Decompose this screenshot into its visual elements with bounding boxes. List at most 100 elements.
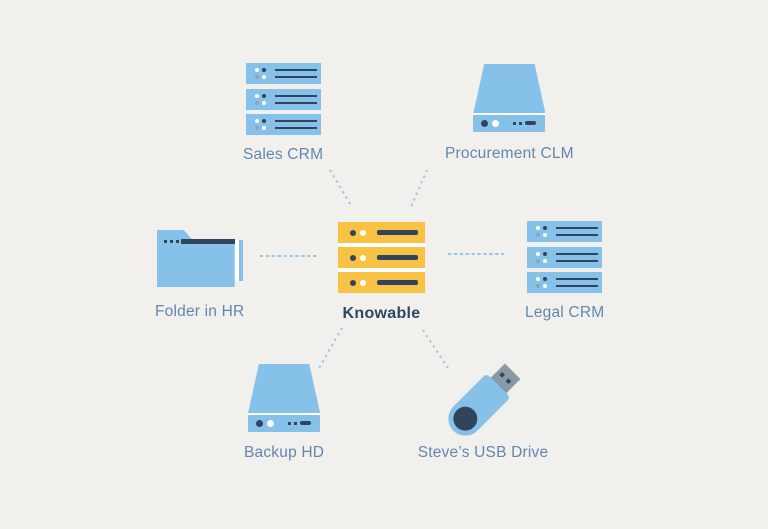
led-dot — [360, 255, 366, 261]
vent-mark — [294, 422, 298, 425]
server-unit — [338, 272, 425, 293]
led-dot — [543, 277, 548, 281]
node-procurement-clm: Procurement CLM — [445, 64, 574, 162]
led-dot — [261, 119, 266, 123]
led-dot — [543, 233, 548, 237]
vent-line — [274, 76, 317, 78]
vent-line — [556, 278, 599, 280]
folder-dot — [169, 240, 173, 243]
led-dot — [481, 120, 489, 127]
vent-line — [274, 94, 317, 97]
folder-paper — [238, 240, 243, 281]
vent-line — [556, 285, 599, 287]
led-dot — [261, 68, 266, 72]
vent-mark — [513, 122, 517, 125]
led-dot — [254, 100, 259, 105]
drive-top — [473, 64, 546, 113]
vent-line — [556, 252, 599, 255]
led-dot — [254, 119, 259, 123]
led-dot — [267, 420, 275, 427]
folder-icon — [156, 230, 243, 287]
node-steves-usb-drive: Steve’s USB Drive — [418, 363, 548, 460]
led-dot — [254, 68, 259, 72]
hard-drive-icon — [248, 364, 321, 432]
led-dot — [350, 230, 356, 236]
led-dot — [536, 284, 541, 288]
led-dot — [254, 93, 259, 98]
led-dot — [543, 284, 548, 288]
server-unit — [527, 246, 603, 268]
node-backup-hd: Backup HD — [244, 364, 324, 461]
node-label-backup-hd: Backup HD — [244, 444, 325, 461]
connector-sales-to-knowable — [329, 169, 353, 208]
node-label-legal-crm: Legal CRM — [525, 304, 605, 321]
led-dot — [261, 126, 266, 130]
server-unit — [245, 114, 321, 135]
vent-line — [556, 259, 599, 262]
drive-gap — [473, 113, 546, 115]
led-dot — [536, 258, 541, 263]
vent-line — [274, 120, 317, 122]
node-knowable-center: Knowable — [338, 222, 425, 322]
led-dot — [360, 230, 366, 236]
server-unit — [245, 63, 321, 84]
server-stack-icon — [245, 63, 321, 135]
server-unit — [527, 272, 603, 293]
vent-line — [556, 234, 599, 236]
drive-base — [248, 415, 321, 432]
node-label-folder-in-hr: Folder in HR — [155, 303, 245, 320]
node-label-steves-usb-drive: Steve’s USB Drive — [417, 444, 549, 461]
vent-line — [556, 227, 599, 229]
vent-mark — [519, 122, 523, 125]
vent-line — [274, 69, 317, 71]
vent-line — [377, 280, 418, 285]
node-folder-in-hr: Folder in HR — [155, 230, 244, 320]
folder-stripe — [180, 239, 235, 244]
led-dot — [360, 280, 366, 286]
server-unit — [527, 221, 603, 242]
led-dot — [254, 75, 259, 79]
led-dot — [261, 93, 266, 98]
led-dot — [536, 226, 541, 230]
folder-dot — [163, 240, 167, 243]
drive-top — [248, 364, 321, 413]
connector-usb-to-knowable — [422, 329, 449, 369]
server-stack-icon — [527, 221, 603, 293]
led-dot — [261, 100, 266, 105]
led-dot — [543, 258, 548, 263]
led-dot — [492, 120, 500, 127]
server-unit — [245, 88, 321, 110]
drive-base — [473, 115, 546, 132]
vent-line — [274, 101, 317, 104]
vent-line — [377, 230, 418, 235]
led-dot — [350, 255, 356, 261]
vent-line — [274, 127, 317, 129]
led-dot — [256, 420, 264, 427]
led-dot — [536, 251, 541, 256]
led-dot — [261, 75, 266, 79]
hard-drive-icon — [473, 64, 546, 132]
vent-mark — [525, 121, 537, 125]
vent-line — [377, 255, 418, 260]
node-label-sales-crm: Sales CRM — [243, 146, 324, 163]
connector-procurement-to-knowable — [410, 169, 428, 208]
led-dot — [543, 251, 548, 256]
vent-mark — [288, 422, 292, 425]
server-unit — [338, 222, 425, 243]
led-dot — [350, 280, 356, 286]
server-unit — [338, 247, 425, 268]
usb-ring-dot — [448, 401, 483, 436]
drive-gap — [248, 413, 321, 415]
node-label-procurement-clm: Procurement CLM — [445, 145, 574, 162]
server-stack-yellow-icon — [338, 222, 425, 293]
node-sales-crm: Sales CRM — [243, 63, 323, 163]
led-dot — [536, 277, 541, 281]
node-label-knowable: Knowable — [342, 305, 421, 322]
folder-slit — [234, 240, 239, 281]
node-legal-crm: Legal CRM — [525, 221, 604, 321]
led-dot — [543, 226, 548, 230]
usb-drive-icon — [441, 359, 524, 443]
usb-pin — [499, 372, 505, 378]
folder-dot — [175, 240, 179, 243]
